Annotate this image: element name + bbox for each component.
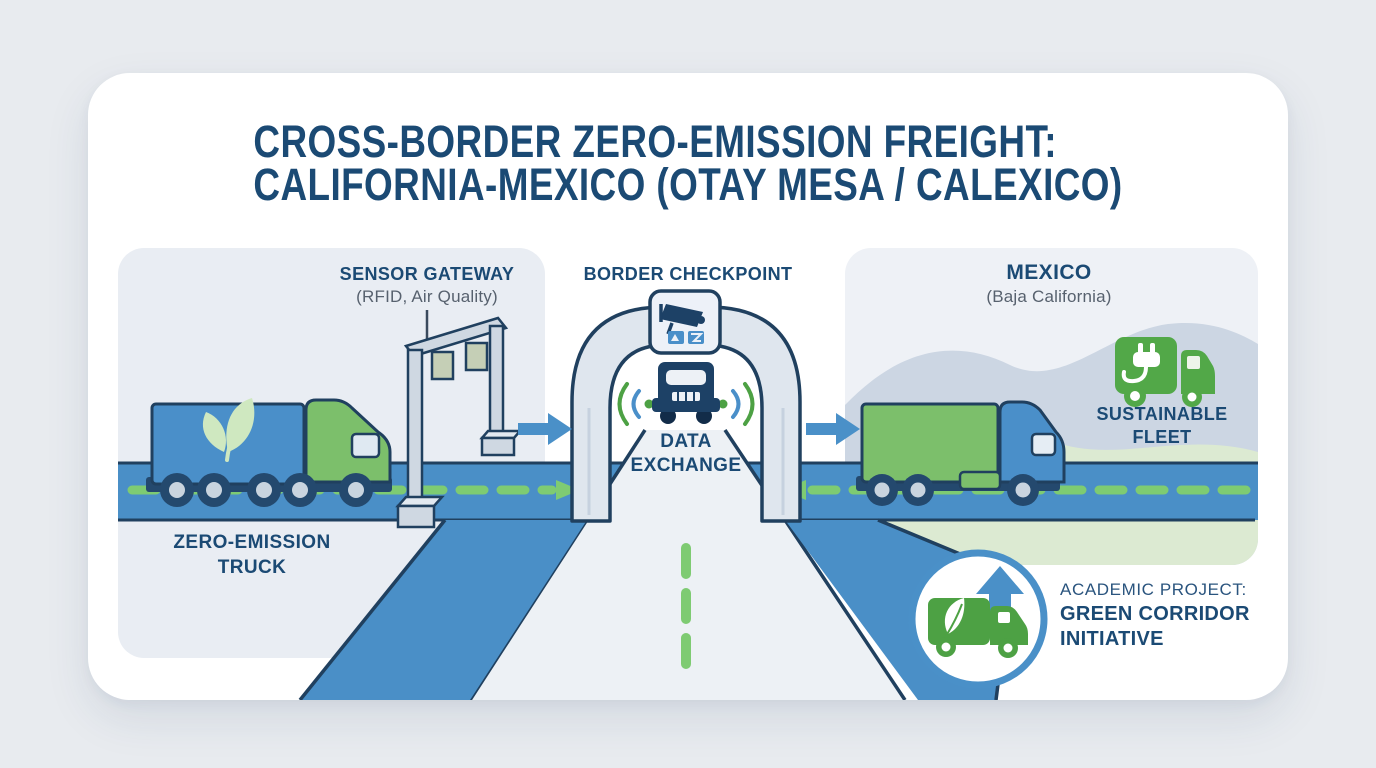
truck-wheels (866, 474, 1039, 506)
electric-plug-truck-icon (1115, 337, 1215, 407)
mexico-label: MEXICO (1006, 261, 1092, 284)
lane-arrow-right-icon (556, 480, 580, 500)
fleet-line-1: SUSTAINABLE (1096, 404, 1228, 424)
badge-name-line-2: INITIATIVE (1060, 628, 1164, 650)
cctv-camera-icon (648, 289, 722, 355)
title-line-1: CROSS-BORDER ZERO-EMISSION FREIGHT: (253, 116, 1058, 167)
sensor-gateway-sublabel: (RFID, Air Quality) (356, 287, 498, 306)
sustainable-fleet-label: SUSTAINABLE FLEET (1096, 403, 1227, 449)
badge-kicker: ACADEMIC PROJECT: (1060, 580, 1247, 599)
zero-emission-line-1: ZERO-EMISSION (173, 532, 331, 553)
leaf-icon (202, 398, 255, 462)
badge-name: GREEN CORRIDOR INITIATIVE (1060, 602, 1250, 652)
eco-truck-up-arrow-icon (928, 566, 1028, 658)
page-title: CROSS-BORDER ZERO-EMISSION FREIGHT: CALI… (253, 116, 1123, 210)
truck-front-icon (652, 362, 720, 424)
wireless-signal-icon (617, 382, 755, 426)
data-exchange-label: DATA EXCHANGE (631, 430, 742, 478)
project-badge (908, 549, 1048, 689)
truck-wheels (160, 473, 373, 507)
badge-name-line-1: GREEN CORRIDOR (1060, 603, 1250, 625)
right-arrow-icon (806, 413, 860, 445)
mexico-truck (856, 400, 1066, 506)
sensor-gateway-label: SENSOR GATEWAY (339, 264, 515, 284)
checkpoint-arch (570, 305, 802, 523)
data-exchange-line-2: EXCHANGE (630, 455, 742, 476)
zero-emission-truck (146, 398, 392, 507)
border-checkpoint-label: BORDER CHECKPOINT (583, 264, 793, 284)
right-arrow-icon (518, 413, 572, 445)
mexico-sublabel: (Baja California) (986, 287, 1112, 306)
fleet-line-2: FLEET (1132, 427, 1192, 447)
zero-emission-truck-label: ZERO-EMISSION TRUCK (173, 530, 330, 580)
data-exchange-line-1: DATA (660, 431, 712, 452)
title-line-2: CALIFORNIA-MEXICO (OTAY MESA / CALEXICO) (253, 159, 1123, 210)
zero-emission-line-2: TRUCK (217, 557, 287, 578)
sensor-gantry-icon (395, 310, 523, 529)
